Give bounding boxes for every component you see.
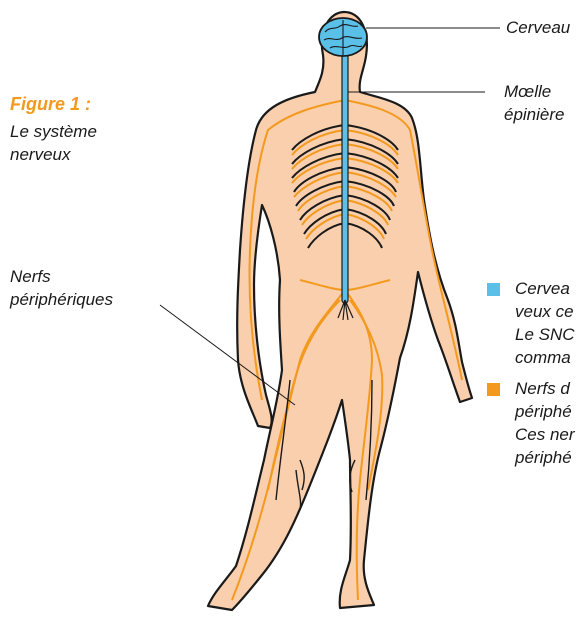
legend-cns-swatch — [487, 283, 500, 296]
legend-pns-line: Nerfs d — [515, 377, 570, 400]
nerves-label-line2: périphériques — [10, 288, 113, 311]
nerves-label-line1: Nerfs — [10, 265, 51, 288]
legend-pns-line: Ces ner — [515, 423, 575, 446]
nerves-leader-line — [160, 305, 295, 405]
brain-label: Cerveau — [506, 16, 570, 39]
legend-cns-line: comma — [515, 346, 571, 369]
legend-cns-line: Cervea — [515, 277, 570, 300]
spinal-cord-label-line1: Mœlle — [504, 80, 551, 103]
brain — [319, 18, 367, 56]
legend-pns-line: périphé — [515, 446, 572, 469]
legend-cns-line: Le SNC — [515, 323, 575, 346]
legend-cns-line: veux ce — [515, 300, 574, 323]
legend-pns-swatch — [487, 383, 500, 396]
legend-pns-line: périphé — [515, 400, 572, 423]
spinal-cord — [342, 52, 348, 303]
spinal-cord-label-line2: épinière — [504, 103, 565, 126]
